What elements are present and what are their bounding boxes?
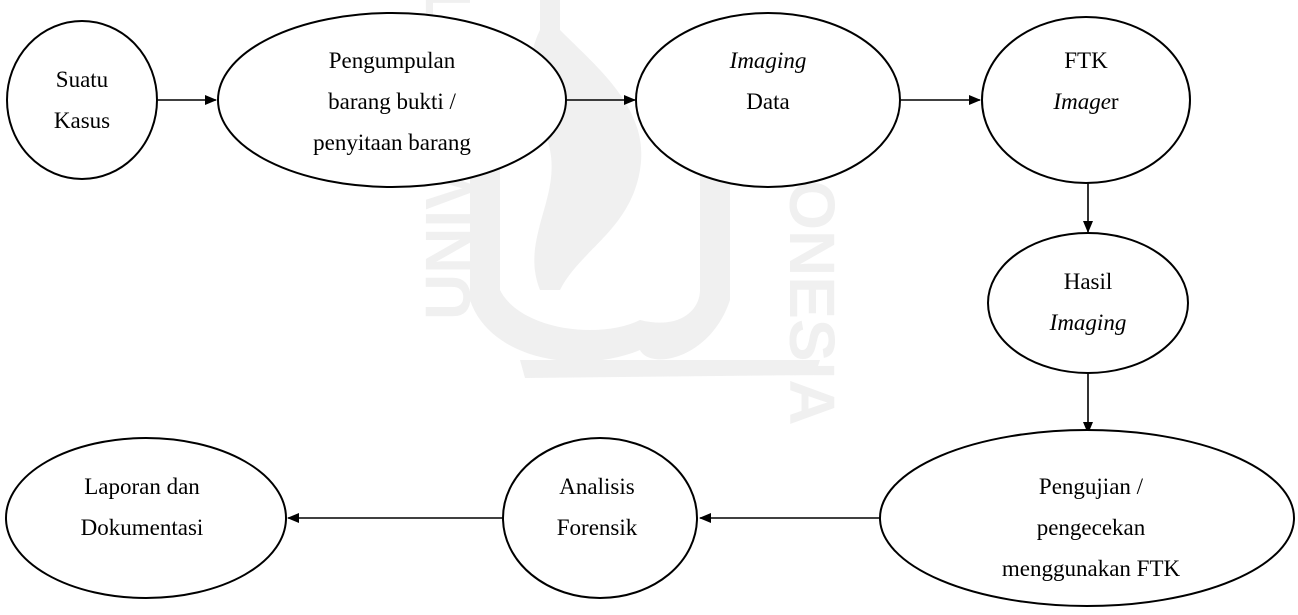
node-suatu-kasus: Suatu Kasus	[6, 20, 158, 180]
node-label-line: pengecekan	[1037, 515, 1146, 540]
node-label-line: Suatu	[56, 67, 109, 92]
node-imaging-data: Imaging Data	[635, 12, 901, 188]
node-label-regular-part: r	[1111, 89, 1119, 114]
node-ftk-imager: FTK Imager	[981, 16, 1191, 184]
node-label-line: Laporan dan	[84, 474, 200, 499]
node-label-line: barang bukti /	[328, 89, 456, 114]
node-label-line: Analisis	[559, 474, 634, 499]
node-label-line: Pengujian /	[1039, 474, 1144, 499]
node-hasil-imaging: Hasil Imaging	[987, 232, 1189, 374]
node-analisis-forensik: Analisis Forensik	[502, 437, 698, 599]
node-label-line: FTK	[1064, 48, 1108, 73]
node-label-line: Imaging	[729, 48, 807, 73]
node-label-line: Dokumentasi	[81, 515, 204, 540]
node-label-line: penyitaan barang	[313, 130, 471, 155]
node-label-mixed: Imager	[1052, 89, 1118, 114]
node-label-line: Imaging	[1049, 310, 1127, 335]
node-laporan-dokumentasi: Laporan dan Dokumentasi	[5, 437, 287, 599]
node-label-line: Pengumpulan	[329, 48, 456, 73]
node-label-line: Hasil	[1064, 269, 1113, 294]
node-label-line: Forensik	[557, 515, 638, 540]
node-label-line: Data	[746, 89, 789, 114]
node-label-line: menggunakan FTK	[1002, 556, 1181, 581]
node-label-italic-part: Image	[1052, 89, 1110, 114]
node-label-line: Kasus	[54, 108, 110, 133]
node-pengujian-pengecekan: Pengujian / pengecekan menggunakan FTK	[879, 429, 1295, 607]
node-pengumpulan-barang-bukti: Pengumpulan barang bukti / penyitaan bar…	[217, 12, 567, 188]
